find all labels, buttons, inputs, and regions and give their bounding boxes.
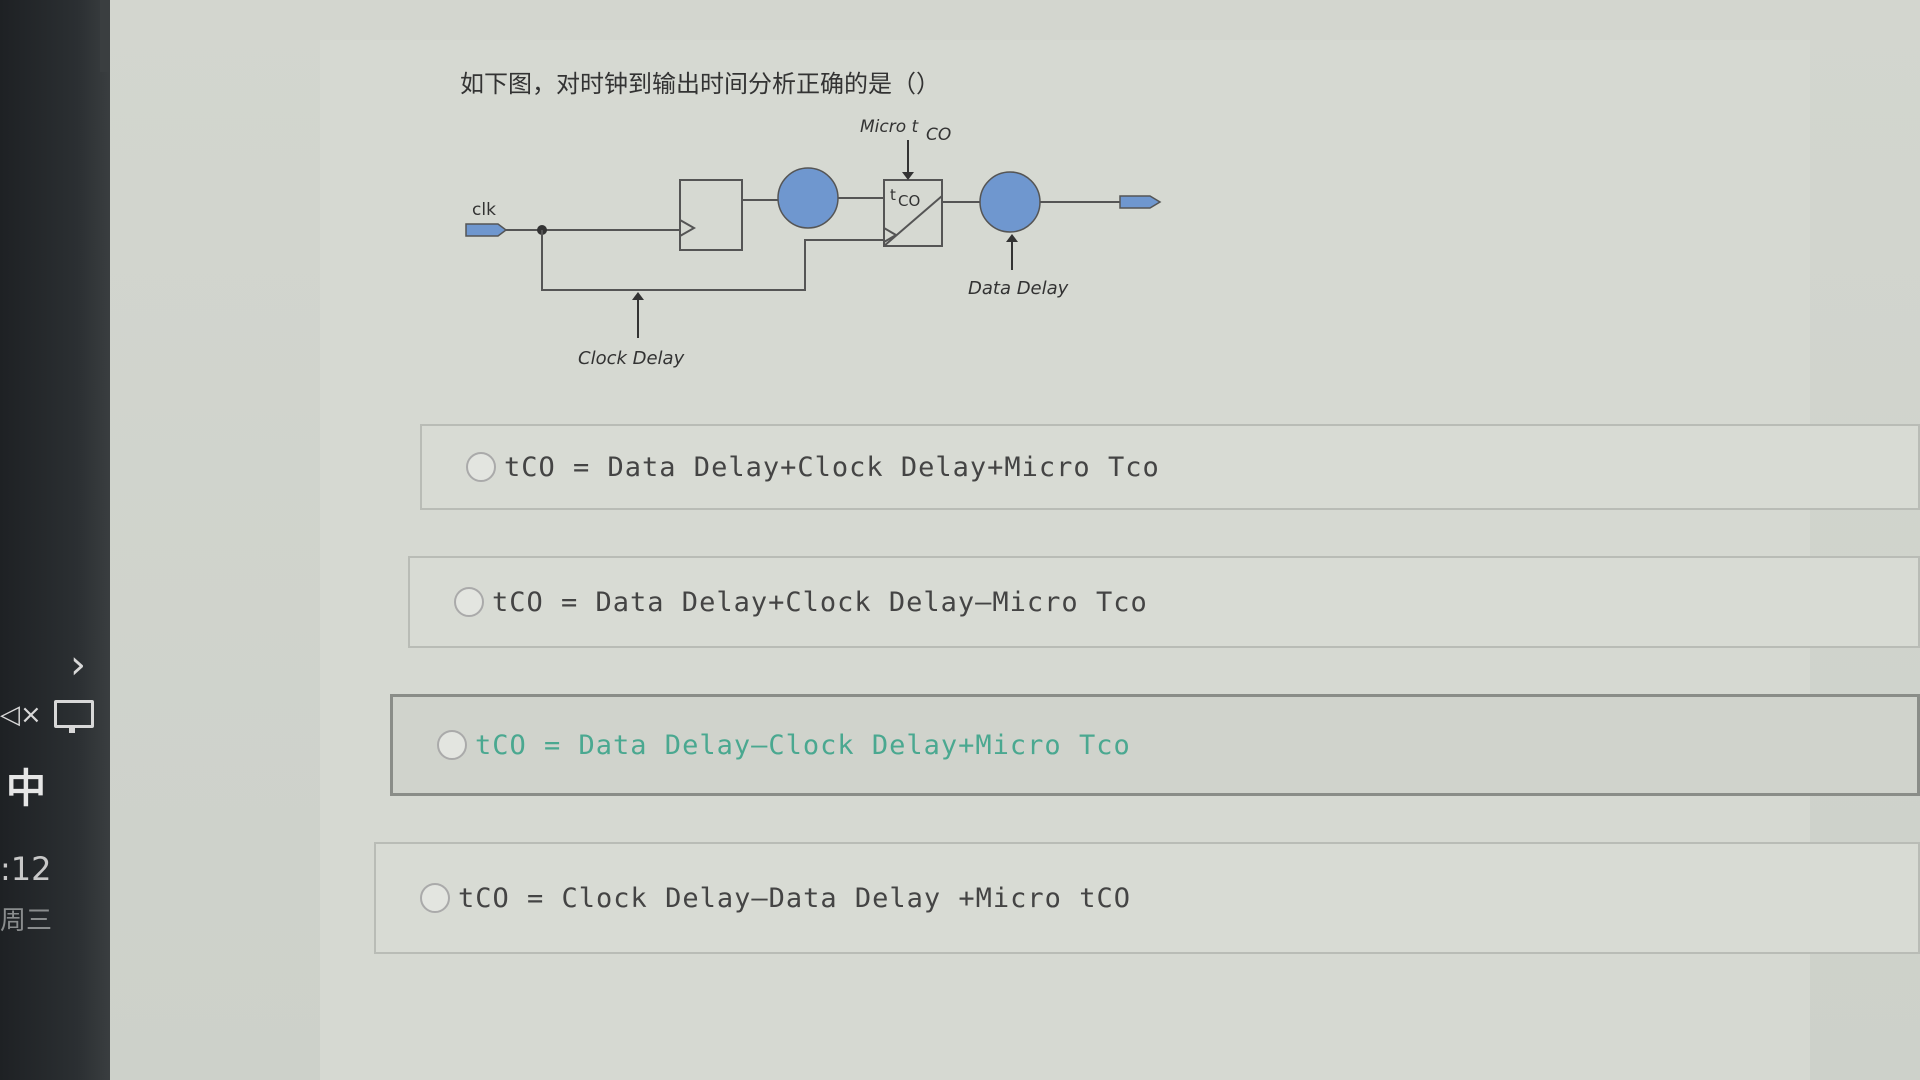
option-a-radio[interactable] (466, 452, 496, 482)
taskbar: › ◁× 中 :12 周三 (0, 0, 230, 1080)
volume-muted-icon[interactable]: ◁× (0, 700, 42, 730)
clock-date: 周三 (0, 906, 53, 936)
tco-box-label: t (890, 186, 896, 204)
option-b-label: tCO = Data Delay+Clock Delay—Micro Tco (492, 586, 1148, 618)
tco-box-sub: CO (898, 192, 920, 210)
option-c-radio[interactable] (437, 730, 467, 760)
data-delay-label: Data Delay (968, 278, 1069, 299)
option-a-label: tCO = Data Delay+Clock Delay+Micro Tco (504, 451, 1160, 483)
question-text: 如下图，对时钟到输出时间分析正确的是（） (460, 70, 940, 98)
micro-tco-label: Micro t (860, 117, 920, 137)
delay-node-1 (777, 167, 839, 229)
tco-box (883, 179, 943, 247)
clock-delay-label: Clock Delay (578, 348, 685, 369)
chevron-right-icon[interactable]: › (70, 642, 86, 688)
flip-flop-1 (679, 179, 743, 251)
network-icon[interactable] (54, 700, 94, 733)
clk-label: clk (472, 200, 496, 220)
option-b[interactable]: tCO = Data Delay+Clock Delay—Micro Tco (408, 556, 1920, 648)
output-arrow (1119, 195, 1162, 209)
option-b-radio[interactable] (454, 587, 484, 617)
option-d-radio[interactable] (420, 883, 450, 913)
option-c[interactable]: tCO = Data Delay—Clock Delay+Micro Tco (390, 694, 1920, 796)
ime-indicator[interactable]: 中 (6, 766, 46, 812)
micro-tco-sub: CO (926, 125, 951, 145)
option-d-label: tCO = Clock Delay—Data Delay +Micro tCO (458, 882, 1131, 914)
clock-time[interactable]: :12 (0, 850, 52, 888)
option-d[interactable]: tCO = Clock Delay—Data Delay +Micro tCO (374, 842, 1920, 954)
timing-diagram: clk t CO Micro t CO Data Delay (465, 117, 1162, 369)
clk-input-arrow (465, 223, 508, 237)
delay-node-2 (979, 171, 1041, 233)
option-a[interactable]: tCO = Data Delay+Clock Delay+Micro Tco (420, 424, 1920, 510)
option-c-label: tCO = Data Delay—Clock Delay+Micro Tco (475, 729, 1131, 761)
